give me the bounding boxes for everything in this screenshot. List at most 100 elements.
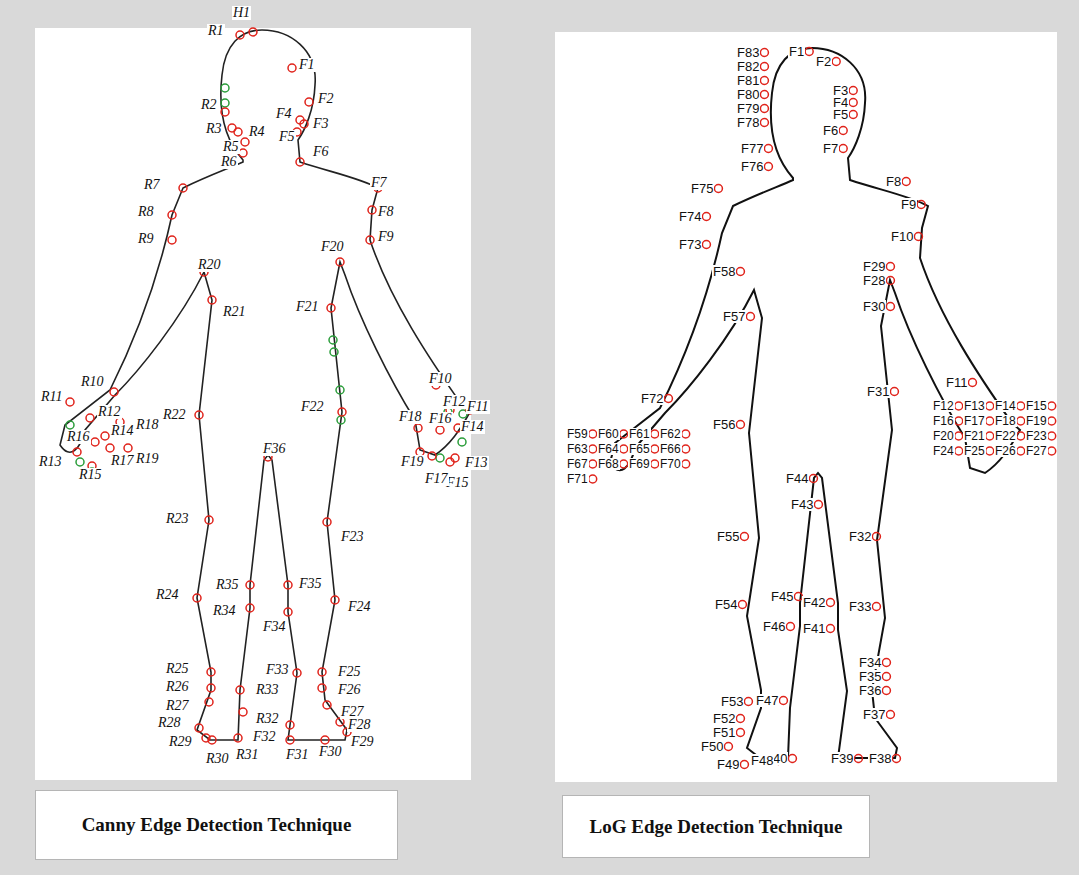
- edge-point: [620, 445, 628, 453]
- edge-point: [208, 736, 216, 744]
- point-label: F20: [932, 430, 955, 442]
- edge-point: [702, 241, 710, 249]
- edge-point: [849, 99, 857, 107]
- edge-point: [305, 98, 313, 106]
- edge-point: [236, 686, 244, 694]
- edge-point: [1048, 417, 1056, 425]
- point-label: F73: [678, 238, 702, 251]
- edge-point: [195, 411, 203, 419]
- edge-point: [366, 236, 374, 244]
- edge-point: [368, 206, 376, 214]
- edge-point: [826, 599, 834, 607]
- edge-point: [664, 395, 672, 403]
- point-label: F75: [690, 182, 714, 195]
- point-label: F35: [298, 577, 323, 591]
- point-label: F11: [466, 400, 490, 414]
- point-label: F48: [750, 754, 774, 767]
- point-label: F51: [712, 726, 736, 739]
- point-label: F54: [714, 598, 738, 611]
- point-label: F47: [755, 694, 779, 707]
- point-label: F34: [262, 620, 287, 634]
- edge-point: [234, 734, 242, 742]
- edge-point: [589, 430, 597, 438]
- green-points: [66, 84, 467, 476]
- point-label: F16: [932, 415, 955, 427]
- edge-point: [736, 421, 744, 429]
- point-label: R2: [200, 98, 218, 112]
- point-label: F39: [830, 752, 854, 765]
- edge-point: [288, 64, 296, 72]
- point-label: F45: [770, 590, 794, 603]
- edge-point: [286, 721, 294, 729]
- edge-point: [168, 211, 176, 219]
- edge-point: [620, 460, 628, 468]
- edge-point: [955, 417, 963, 425]
- edge-point: [246, 604, 254, 612]
- point-label: F41: [802, 622, 826, 635]
- edge-point: [740, 761, 748, 769]
- edge-point: [110, 388, 118, 396]
- edge-point: [91, 438, 99, 446]
- point-label: F33: [265, 663, 290, 677]
- edge-point: [955, 402, 963, 410]
- edge-point: [241, 138, 249, 146]
- edge-point: [1017, 447, 1025, 455]
- point-label: R29: [168, 735, 193, 749]
- point-label: F16: [428, 412, 453, 426]
- edge-point: [620, 430, 628, 438]
- edge-point: [86, 414, 94, 422]
- point-label: F71: [566, 473, 589, 485]
- point-label: R14: [110, 424, 135, 438]
- point-label: F79: [736, 102, 760, 115]
- point-label: F44: [785, 472, 809, 485]
- point-label: F2: [317, 92, 335, 106]
- edge-point: [814, 501, 822, 509]
- point-label: F74: [678, 210, 702, 223]
- edge-point: [764, 145, 772, 153]
- point-label: F24: [347, 600, 372, 614]
- edge-point: [246, 581, 254, 589]
- point-label: F20: [320, 240, 345, 254]
- point-label: F31: [866, 385, 890, 398]
- point-label: R10: [80, 375, 105, 389]
- caption-text: Canny Edge Detection Technique: [82, 814, 352, 836]
- point-label: R13: [38, 455, 63, 469]
- point-label: F11: [945, 376, 968, 389]
- point-label: F17: [963, 415, 986, 427]
- edge-point: [331, 596, 339, 604]
- edge-point: [854, 755, 862, 763]
- point-label: F36: [262, 442, 287, 456]
- point-label: F34: [858, 656, 882, 669]
- point-label: R16: [66, 430, 91, 444]
- edge-point: [882, 673, 890, 681]
- point-label: R31: [235, 748, 260, 762]
- edge-point: [239, 708, 247, 716]
- edge-point: [832, 58, 840, 66]
- edge-point: [886, 303, 894, 311]
- edge-point: [736, 715, 744, 723]
- point-label: R22: [162, 408, 187, 422]
- edge-point: [760, 91, 768, 99]
- point-label: R15: [78, 468, 103, 482]
- edge-point: [124, 444, 132, 452]
- edge-point: [714, 185, 722, 193]
- point-label: F24: [932, 445, 955, 457]
- edge-point: [336, 718, 344, 726]
- edge-point: [986, 417, 994, 425]
- edge-point: [589, 445, 597, 453]
- point-label: F9: [900, 198, 917, 211]
- point-label: F25: [337, 665, 362, 679]
- edge-point: [284, 581, 292, 589]
- point-label: F42: [802, 596, 826, 609]
- point-label: F53: [720, 695, 744, 708]
- edge-point: [902, 178, 910, 186]
- edge-point: [872, 603, 880, 611]
- point-label: R17: [110, 454, 135, 468]
- edge-point: [296, 158, 304, 166]
- point-label: F29: [862, 260, 886, 273]
- edge-point: [428, 452, 436, 460]
- point-label: F58: [712, 265, 736, 278]
- point-label: F8: [377, 205, 395, 219]
- edge-point: [101, 432, 109, 440]
